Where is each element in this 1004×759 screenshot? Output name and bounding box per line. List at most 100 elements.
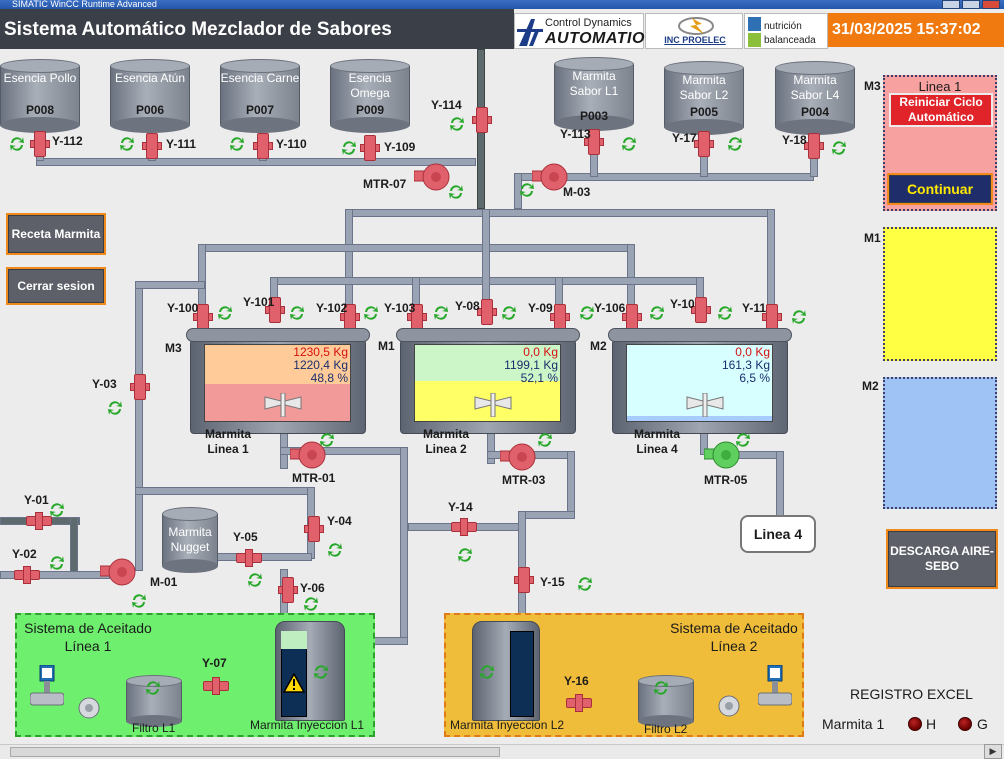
refresh-icon bbox=[654, 681, 668, 695]
valve-y04[interactable] bbox=[304, 516, 324, 542]
valve-y01[interactable] bbox=[26, 512, 52, 530]
silo-marmita-sabor-l1: Marmita Sabor L1 P003 bbox=[554, 57, 634, 131]
valve-tag-text: Y-11 bbox=[742, 301, 767, 315]
filter-label: Filtro L2 bbox=[644, 722, 688, 736]
pump-mtr05-icon[interactable] bbox=[704, 437, 742, 471]
valve-y07[interactable] bbox=[203, 677, 229, 695]
reiniciar-ciclo-button[interactable]: Reiniciar Ciclo Automático bbox=[889, 93, 993, 127]
valve-y110[interactable] bbox=[253, 133, 273, 159]
valve-y18[interactable] bbox=[804, 133, 824, 159]
continuar-button[interactable]: Continuar bbox=[887, 173, 993, 205]
valve-tag: Y-06 bbox=[300, 581, 325, 595]
refresh-icon bbox=[718, 306, 732, 320]
refresh-icon bbox=[290, 306, 304, 320]
refresh-icon bbox=[458, 548, 472, 562]
window-title: SIMATIC WinCC Runtime Advanced bbox=[12, 0, 157, 9]
pump-m01-icon[interactable] bbox=[100, 554, 138, 588]
valve-y08[interactable] bbox=[477, 299, 497, 325]
pipe bbox=[518, 511, 526, 621]
refresh-icon bbox=[736, 433, 750, 447]
valve-y109[interactable] bbox=[360, 135, 380, 161]
area-title-2: Línea 2 bbox=[710, 638, 758, 654]
refresh-icon bbox=[580, 306, 594, 320]
valve-tag-text: Y-113 bbox=[560, 127, 591, 141]
valve-tag: Y-11 bbox=[742, 301, 767, 316]
close-button[interactable] bbox=[982, 0, 1000, 9]
valve-y10[interactable] bbox=[691, 297, 711, 323]
descarga-aire-sebo-button[interactable]: DESCARGA AIRE-SEBO bbox=[886, 529, 998, 589]
tank-label: Marmita Nugget bbox=[168, 525, 212, 554]
valve-tag: Y-17 bbox=[672, 131, 697, 146]
pipe bbox=[400, 447, 408, 643]
valve-tag: Y-109 bbox=[384, 140, 416, 154]
pump-m03-icon[interactable] bbox=[532, 159, 570, 193]
refresh-icon bbox=[578, 577, 592, 591]
pipe bbox=[345, 209, 775, 217]
lightning-icon bbox=[678, 17, 714, 35]
silo-label: Marmita Sabor L4 bbox=[790, 73, 840, 102]
valve-y09[interactable] bbox=[550, 304, 570, 330]
refresh-icon bbox=[132, 594, 146, 608]
maximize-button[interactable] bbox=[962, 0, 980, 9]
mixer-level-pct: 52,1 % bbox=[520, 371, 558, 385]
valve-y114[interactable] bbox=[472, 107, 492, 133]
pump-mtr07-icon[interactable] bbox=[414, 159, 452, 193]
pipe bbox=[36, 158, 476, 166]
valve-y113[interactable] bbox=[584, 129, 604, 155]
silo-marmita-sabor-l2: Marmita Sabor L2 P005 bbox=[664, 61, 744, 135]
valve-y16[interactable] bbox=[566, 694, 592, 712]
refresh-icon bbox=[792, 310, 806, 324]
valve-y03[interactable] bbox=[130, 374, 150, 400]
panel-id: M2 bbox=[862, 379, 879, 393]
refresh-icon bbox=[248, 573, 262, 587]
silo-label: Marmita Sabor L1 bbox=[569, 69, 619, 98]
vessel-label: Marmita Inyeccion L2 bbox=[450, 718, 565, 732]
warning-icon bbox=[283, 673, 305, 693]
mixer-label-1: Marmita bbox=[204, 427, 251, 441]
refresh-icon bbox=[450, 117, 464, 131]
cerrar-sesion-button[interactable]: Cerrar sesion bbox=[6, 267, 106, 305]
valve-y02[interactable] bbox=[14, 566, 40, 584]
valve-y101[interactable] bbox=[265, 297, 285, 323]
logo-proelec-text: INC PROELEC bbox=[664, 35, 726, 45]
valve-y06[interactable] bbox=[278, 577, 298, 603]
valve-y112[interactable] bbox=[30, 131, 50, 157]
horizontal-scrollbar[interactable] bbox=[0, 744, 1004, 759]
silo-code: P008 bbox=[25, 103, 55, 117]
silo-label: Esencia Atún bbox=[114, 71, 186, 85]
pipe bbox=[135, 487, 315, 495]
valve-tag: Y-04 bbox=[327, 514, 352, 528]
valve-tag: Y-05 bbox=[233, 530, 258, 544]
pipe bbox=[518, 511, 575, 519]
scrollbar-thumb[interactable] bbox=[10, 747, 500, 757]
mixer-level-pct: 48,8 % bbox=[310, 371, 348, 385]
valve-tag-text: Y-18 bbox=[782, 133, 807, 147]
valve-y15[interactable] bbox=[514, 567, 534, 593]
valve-y103[interactable] bbox=[407, 304, 427, 330]
pump-mtr01-icon[interactable] bbox=[290, 437, 328, 471]
silo-marmita-sabor-l4: Marmita Sabor L4 P004 bbox=[775, 61, 855, 135]
valve-tag-text: Y-08 bbox=[455, 299, 480, 313]
linea4-button[interactable]: Linea 4 bbox=[740, 515, 816, 553]
minimize-button[interactable] bbox=[942, 0, 960, 9]
scroll-right-button[interactable]: ▶ bbox=[984, 744, 1002, 759]
valve-y100[interactable] bbox=[193, 304, 213, 330]
valve-y17[interactable] bbox=[694, 131, 714, 157]
mixer-values: 1230,5 Kg 1220,4 Kg 48,8 % bbox=[293, 346, 348, 385]
control-dynamics-logo: Control Dynamics AUTOMATION bbox=[514, 13, 656, 49]
valve-y14[interactable] bbox=[451, 518, 477, 536]
valve-y111[interactable] bbox=[142, 133, 162, 159]
receta-marmita-button[interactable]: Receta Marmita bbox=[6, 213, 106, 255]
area-title-1: Sistema de Aceitado bbox=[24, 620, 152, 636]
silo-label: Esencia Omega bbox=[348, 71, 392, 100]
silo-label: Marmita Sabor L2 bbox=[679, 73, 729, 102]
mixer-label-1: Marmita bbox=[422, 427, 469, 441]
agitator-icon bbox=[686, 393, 724, 417]
pump-tag: MTR-07 bbox=[363, 177, 407, 191]
pump-mtr03-icon[interactable] bbox=[500, 439, 538, 473]
valve-y05[interactable] bbox=[236, 549, 262, 567]
